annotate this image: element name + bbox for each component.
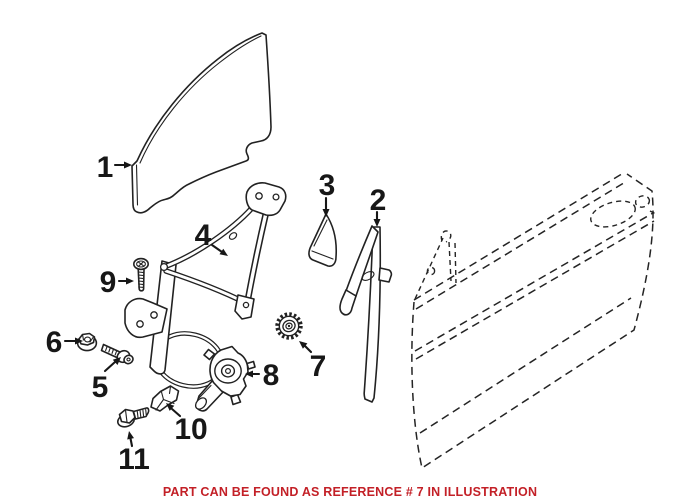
- screw-11-drawing: [116, 407, 150, 428]
- callout-label-5: 5: [92, 371, 109, 404]
- callout-arrow-4: [210, 243, 224, 254]
- callout-label-2: 2: [370, 184, 387, 217]
- nut-6-drawing: [76, 332, 98, 352]
- callout-label-8: 8: [263, 359, 280, 392]
- callout-label-1: 1: [97, 151, 114, 184]
- footnote-text: PART CAN BE FOUND AS REFERENCE # 7 IN IL…: [163, 485, 537, 499]
- door-glass-drawing: [131, 32, 272, 214]
- screw-9-drawing: [133, 257, 150, 292]
- callout-label-6: 6: [46, 326, 63, 359]
- gear-7-drawing: [275, 312, 303, 340]
- clip-10-drawing: [150, 385, 180, 412]
- corner-trim-drawing: [308, 213, 338, 267]
- mirror-triangle-drawing: [414, 230, 457, 300]
- callout-arrow-10: [170, 407, 182, 418]
- callout-label-10: 10: [174, 413, 207, 446]
- callouts: 1 4 3 2 9 6 5 8 7 10 11: [46, 151, 387, 476]
- callout-label-4: 4: [195, 219, 212, 252]
- motor-8-drawing: [194, 345, 256, 412]
- callout-arrow-5: [103, 360, 117, 373]
- door-panel-drawing: [411, 171, 656, 470]
- callout-arrow-7: [303, 344, 313, 354]
- guide-rail-drawing: [339, 225, 393, 403]
- door-handle-drawing: [590, 195, 656, 228]
- callout-label-11: 11: [118, 443, 150, 476]
- callout-label-7: 7: [310, 350, 327, 383]
- callout-label-9: 9: [100, 266, 117, 299]
- window-regulator-drawing: [124, 182, 287, 389]
- callout-label-3: 3: [319, 169, 336, 202]
